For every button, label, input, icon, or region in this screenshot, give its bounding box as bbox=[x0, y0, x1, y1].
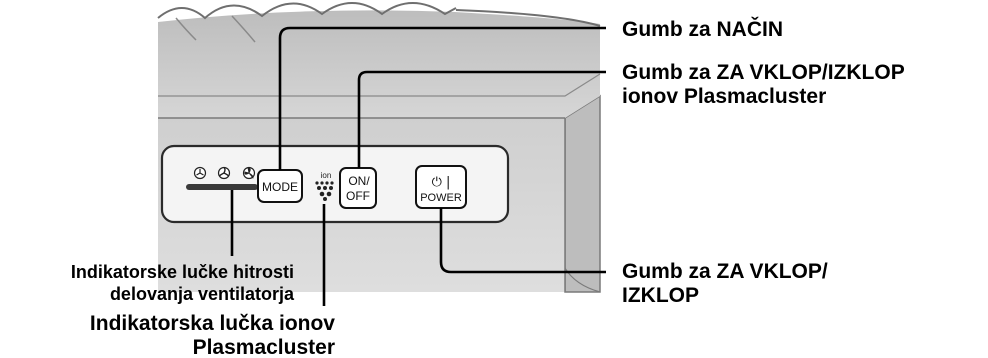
power-button-callout-line2: IZKLOP bbox=[622, 284, 699, 307]
ion-indicator-callout-line1: Indikatorska lučka ionov bbox=[90, 312, 335, 335]
fan-medium-icon bbox=[217, 166, 231, 180]
mode-button-label: MODE bbox=[262, 180, 298, 194]
ion-button-callout-line1: Gumb za ZA VKLOP/IZKLOP bbox=[622, 61, 905, 84]
power-button-callout-line1: Gumb za ZA VKLOP/ bbox=[622, 260, 828, 283]
ion-tiny-label: ion bbox=[321, 171, 332, 180]
power-button[interactable]: ⏻ | POWER bbox=[415, 165, 467, 209]
fan-indicators-callout-line1: Indikatorske lučke hitrosti bbox=[71, 262, 294, 282]
mode-button-callout: Gumb za NAČIN bbox=[622, 17, 783, 41]
ion-indicator-callout-line2: Plasmacluster bbox=[193, 336, 335, 358]
mode-button[interactable]: MODE bbox=[257, 169, 303, 203]
power-symbol-icon: ⏻ | bbox=[432, 175, 451, 190]
on-off-label-line1: ON/ bbox=[348, 174, 370, 188]
leader-lines bbox=[230, 26, 606, 306]
callout-labels: Gumb za NAČIN Gumb za ZA VKLOP/IZKLOP io… bbox=[71, 17, 905, 358]
power-button-label: POWER bbox=[420, 192, 462, 204]
fan-indicators-callout-line2: delovanja ventilatorja bbox=[110, 284, 295, 304]
ion-on-off-button[interactable]: ON/ OFF bbox=[339, 167, 377, 209]
fan-high-icon bbox=[242, 166, 256, 180]
ion-button-callout-line2: ionov Plasmacluster bbox=[622, 85, 826, 108]
fan-low-icon bbox=[193, 166, 207, 180]
control-panel: MODE ion ON/ OFF ⏻ | POWER bbox=[160, 144, 510, 224]
fan-indicator-bar bbox=[186, 184, 258, 190]
on-off-label-line2: OFF bbox=[346, 189, 370, 203]
plasmacluster-dots-icon bbox=[315, 181, 334, 201]
